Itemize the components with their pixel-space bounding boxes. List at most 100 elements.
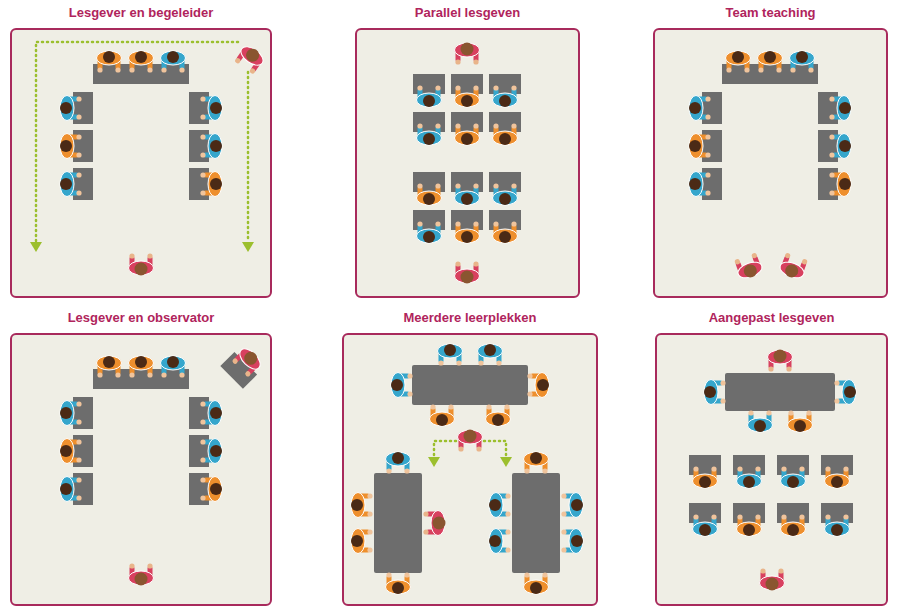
hand	[493, 183, 498, 188]
hand	[448, 404, 453, 409]
shoulders	[208, 133, 222, 158]
shoulders	[492, 93, 517, 107]
shoulders	[789, 51, 814, 65]
hand	[737, 514, 742, 519]
head	[571, 499, 583, 511]
hand	[781, 466, 786, 471]
hand	[200, 477, 205, 482]
head	[436, 414, 448, 426]
hand	[778, 568, 783, 573]
student-figure	[787, 410, 812, 432]
hand	[758, 67, 763, 72]
hand	[161, 372, 166, 377]
student-figure	[93, 356, 125, 389]
shoulders	[351, 492, 365, 517]
head	[60, 483, 72, 495]
head	[461, 133, 473, 145]
shoulders	[60, 171, 74, 196]
student-figure	[60, 473, 93, 505]
teacher-figure	[454, 261, 479, 283]
head	[167, 356, 179, 368]
hand	[473, 59, 478, 64]
route-arrowhead	[428, 457, 440, 467]
hand	[129, 253, 134, 258]
student-figure	[385, 452, 410, 474]
hand	[561, 547, 566, 552]
student-figure	[189, 473, 222, 505]
hand	[455, 59, 460, 64]
shoulders	[208, 95, 222, 120]
hand	[834, 398, 839, 403]
hand	[248, 67, 255, 74]
table	[512, 473, 560, 573]
student-figure	[351, 492, 373, 517]
head	[537, 379, 549, 391]
shoulders	[60, 95, 74, 120]
head	[765, 577, 778, 590]
student-figure	[489, 210, 521, 243]
head	[461, 231, 473, 243]
student-figure	[413, 112, 445, 145]
hand	[455, 221, 460, 226]
student-figure	[527, 372, 549, 397]
head	[742, 262, 759, 279]
hand	[524, 468, 529, 473]
hand	[768, 366, 773, 371]
walking-route	[484, 441, 506, 457]
head	[460, 42, 473, 55]
table	[374, 473, 422, 573]
hand	[147, 67, 152, 72]
shoulders	[692, 522, 717, 536]
shoulders	[787, 418, 812, 432]
hand	[76, 457, 81, 462]
hand	[829, 114, 834, 119]
shoulders	[96, 356, 121, 370]
shoulders	[416, 93, 441, 107]
hand	[788, 410, 793, 415]
shoulders	[454, 191, 479, 205]
head	[60, 102, 72, 114]
hand	[476, 446, 481, 451]
student-figure	[413, 74, 445, 107]
student-figure	[429, 404, 454, 426]
shoulders	[431, 510, 445, 535]
head	[732, 51, 744, 63]
shoulders	[160, 356, 185, 370]
hand	[417, 85, 422, 90]
hand	[825, 466, 830, 471]
hand	[755, 466, 760, 471]
route-arrowhead	[500, 457, 512, 467]
hand	[561, 529, 566, 534]
hand	[129, 67, 134, 72]
head	[787, 476, 799, 488]
hand	[76, 114, 81, 119]
head	[241, 349, 259, 367]
shoulders	[767, 350, 792, 364]
head	[210, 178, 222, 190]
teacher-figure	[777, 252, 808, 281]
hand	[505, 511, 510, 516]
hand	[705, 96, 710, 101]
student-figure	[157, 356, 189, 389]
table	[412, 365, 528, 405]
student-figure	[561, 492, 583, 517]
head	[135, 51, 147, 63]
student-figure	[157, 51, 189, 84]
hand	[435, 221, 440, 226]
hand	[458, 446, 463, 451]
student-figure	[523, 572, 548, 594]
shoulders	[128, 571, 153, 585]
student-figure	[60, 92, 93, 124]
hand	[829, 152, 834, 157]
head	[787, 524, 799, 536]
student-figure	[125, 356, 157, 389]
hand	[129, 372, 134, 377]
hand	[231, 357, 238, 364]
hand	[496, 360, 501, 365]
head	[499, 95, 511, 107]
hand	[829, 172, 834, 177]
shoulders	[777, 259, 805, 281]
shoulders	[351, 528, 365, 553]
hand	[829, 190, 834, 195]
shoulders	[485, 412, 510, 426]
